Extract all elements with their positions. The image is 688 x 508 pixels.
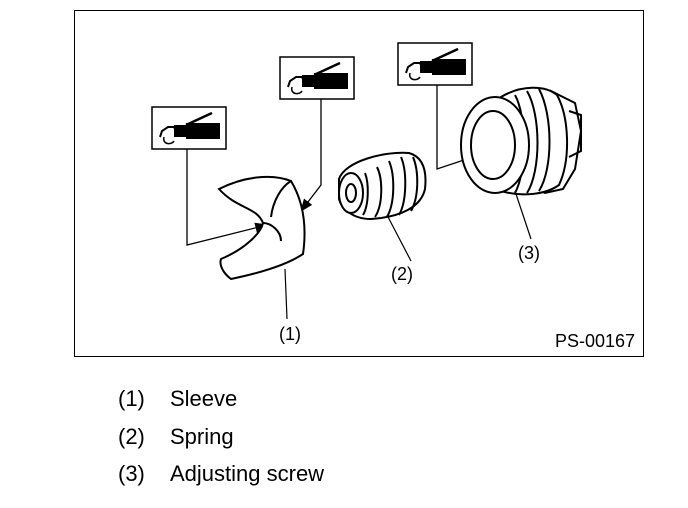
diagram-drawing bbox=[150, 41, 583, 320]
legend-text: Sleeve bbox=[170, 386, 238, 411]
part-label-1: (1) bbox=[279, 324, 301, 344]
adjusting-screw-part bbox=[460, 86, 583, 196]
legend-item: (3) Adjusting screw bbox=[118, 461, 324, 499]
part-label-2: (2) bbox=[391, 264, 413, 284]
legend-text: Adjusting screw bbox=[170, 461, 325, 486]
legend-number: (2) bbox=[118, 423, 145, 449]
figure-code: PS-00167 bbox=[554, 331, 635, 351]
parts-diagram: (1) (2) (3) PS-00167 bbox=[74, 10, 644, 357]
legend-item: (1) Sleeve bbox=[118, 386, 324, 424]
spring-part bbox=[338, 151, 427, 221]
parts-legend: (1) Sleeve (2) Spring (3) Adjusting scre… bbox=[118, 386, 324, 499]
legend-item: (2) Spring bbox=[118, 424, 324, 462]
legend-number: (1) bbox=[118, 386, 145, 411]
grease-icon bbox=[278, 55, 356, 101]
grease-icon bbox=[150, 105, 228, 151]
part-label-3: (3) bbox=[518, 243, 540, 263]
sleeve-part bbox=[217, 175, 306, 281]
legend-number: (3) bbox=[118, 461, 145, 486]
legend-text: Spring bbox=[170, 423, 234, 449]
grease-icon bbox=[396, 41, 474, 87]
